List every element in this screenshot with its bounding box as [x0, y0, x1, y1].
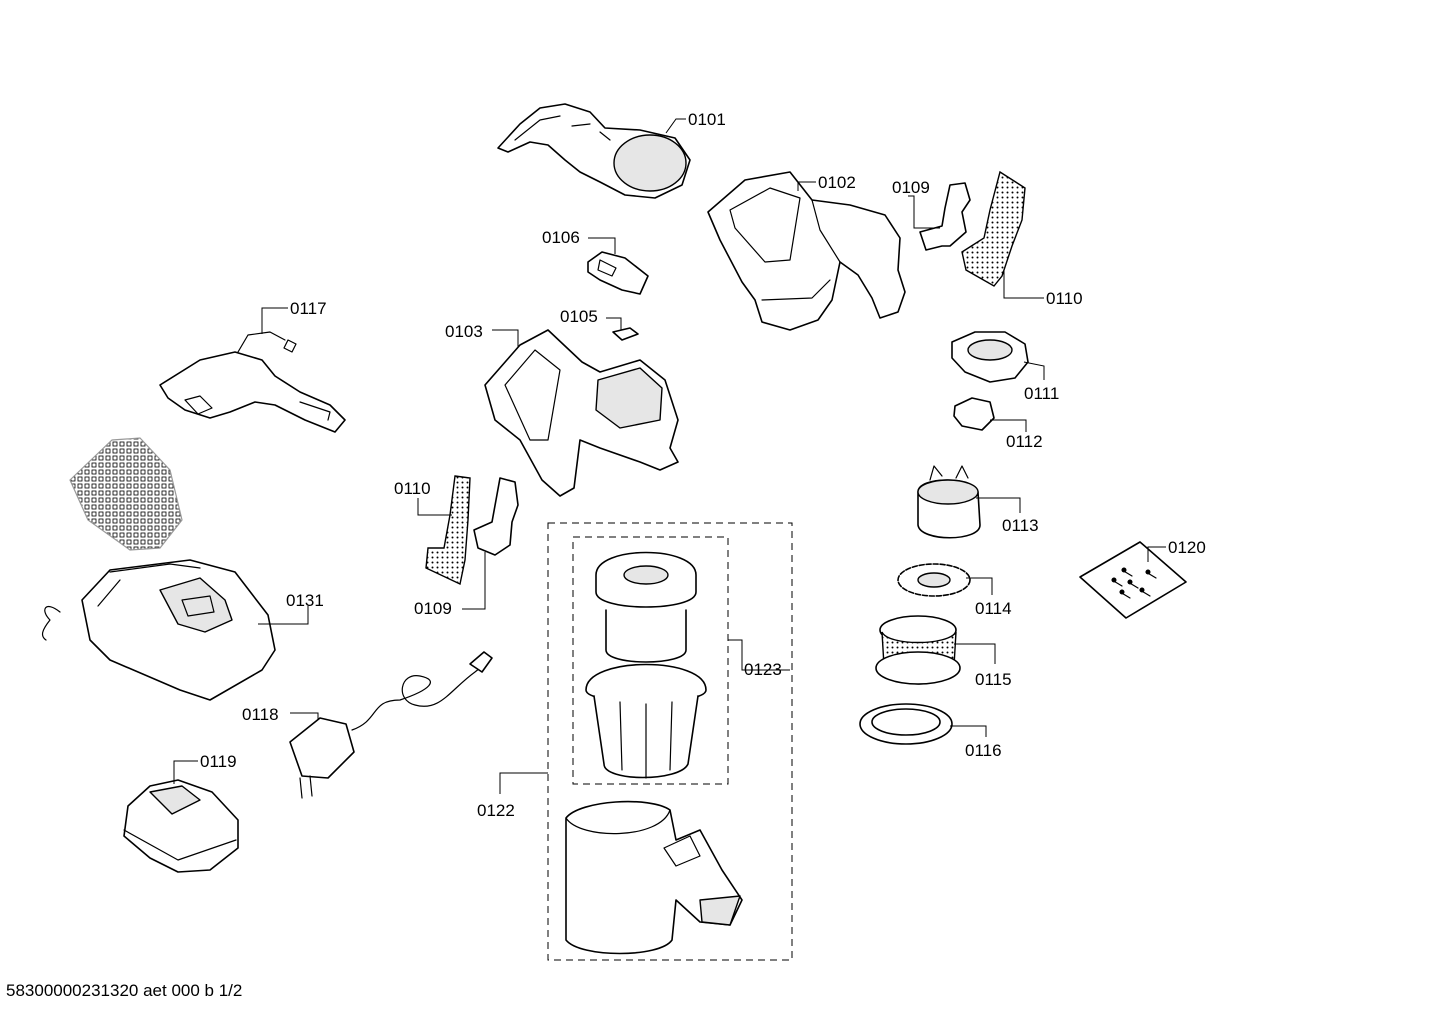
part-battery-ghost	[69, 437, 183, 551]
callout-0119: 0119	[200, 752, 237, 771]
part-filter-cartridge	[585, 551, 707, 779]
callout-0112: 0112	[1006, 432, 1043, 451]
part-0102-main-housing	[707, 171, 906, 331]
callout-0110-upper: 0110	[1046, 289, 1083, 308]
part-0103-motor-frame	[484, 329, 679, 497]
callout-0131: 0131	[286, 591, 324, 610]
group-0122-dust-container-assembly	[547, 522, 793, 961]
part-0110-perforated-panel-lower	[425, 475, 471, 586]
part-0111-cyclone-cap	[951, 331, 1029, 383]
callout-0118: 0118	[242, 705, 279, 724]
callout-0117: 0117	[290, 299, 327, 318]
part-0110-perforated-panel-upper	[961, 170, 1026, 287]
callout-0114: 0114	[975, 599, 1012, 618]
callout-0106: 0106	[542, 228, 580, 247]
part-0105-pad	[612, 327, 639, 341]
part-0117-wiring-harness	[159, 331, 346, 433]
callout-0115: 0115	[975, 670, 1012, 689]
document-code: 58300000231320 aet 000 b 1/2	[6, 981, 243, 1000]
callout-0102: 0102	[818, 173, 856, 192]
callout-0101: 0101	[688, 110, 726, 129]
part-0114-gear-ring	[897, 563, 971, 597]
part-0112-small-cap	[953, 397, 995, 431]
callout-0103: 0103	[445, 322, 483, 341]
part-0109-side-panel-upper	[919, 182, 971, 251]
callout-0123: 0123	[744, 660, 782, 679]
part-0106-switch-module	[587, 251, 649, 295]
callout-0110-lower: 0110	[394, 479, 431, 498]
callout-0122: 0122	[477, 801, 515, 820]
part-0101-handle-cover	[497, 103, 691, 199]
callout-0109-upper: 0109	[892, 178, 930, 197]
part-0131-charger	[41, 559, 276, 701]
callout-0113: 0113	[1002, 516, 1039, 535]
part-0120-screw-set	[1079, 541, 1187, 619]
callout-0116: 0116	[965, 741, 1002, 760]
part-0118-power-adapter	[289, 651, 493, 799]
part-0115-mesh-basket	[875, 615, 961, 685]
part-0119-battery-pack	[123, 779, 239, 873]
callout-0109-lower: 0109	[414, 599, 452, 618]
callout-0120: 0120	[1168, 538, 1206, 557]
part-0116-seal-ring	[859, 703, 953, 745]
part-0113-motor	[917, 465, 981, 539]
callout-0105: 0105	[560, 307, 598, 326]
part-dust-container	[565, 800, 743, 955]
part-0109-side-panel-lower	[473, 477, 519, 556]
callout-0111: 0111	[1024, 384, 1059, 403]
